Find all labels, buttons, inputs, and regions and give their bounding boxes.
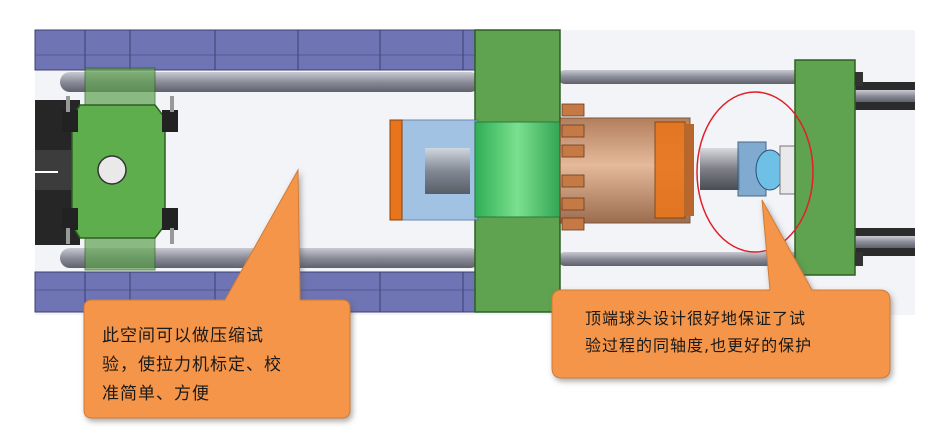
right-callout-text: 顶端球头设计很好地保证了试 验过程的同轴度,也更好的保护 (585, 305, 885, 359)
left-crosshead (62, 67, 178, 271)
right-callout-shape (551, 199, 891, 379)
ball-head-rod (700, 148, 740, 190)
left-callout-line-3: 准简单、方便 (102, 384, 210, 404)
inner-screw (425, 148, 470, 194)
left-orange-ring (389, 119, 403, 221)
center-green-block (474, 121, 561, 218)
upper-rod-left (60, 72, 480, 92)
left-callout-line-1: 此空间可以做压缩试 (102, 326, 264, 346)
right-callout-line-2: 验过程的同轴度,也更好的保护 (585, 336, 813, 355)
cylinder-bolts (561, 103, 585, 231)
crosshead-hole (97, 155, 127, 185)
upper-rod-right (558, 70, 818, 84)
left-base-slot (35, 150, 75, 190)
right-callout-line-1: 顶端球头设计很好地保证了试 (585, 309, 807, 328)
right-plate (794, 59, 856, 276)
left-callout-line-2: 验，使拉力机标定、校 (102, 355, 282, 375)
left-callout-shape (83, 168, 351, 419)
lower-rod-right (558, 252, 818, 266)
left-callout-text: 此空间可以做压缩试 验，使拉力机标定、校 准简单、方便 (102, 322, 342, 409)
right-orange-ring (654, 121, 686, 219)
upper-frame (34, 29, 476, 71)
highlight-ring (696, 91, 814, 253)
